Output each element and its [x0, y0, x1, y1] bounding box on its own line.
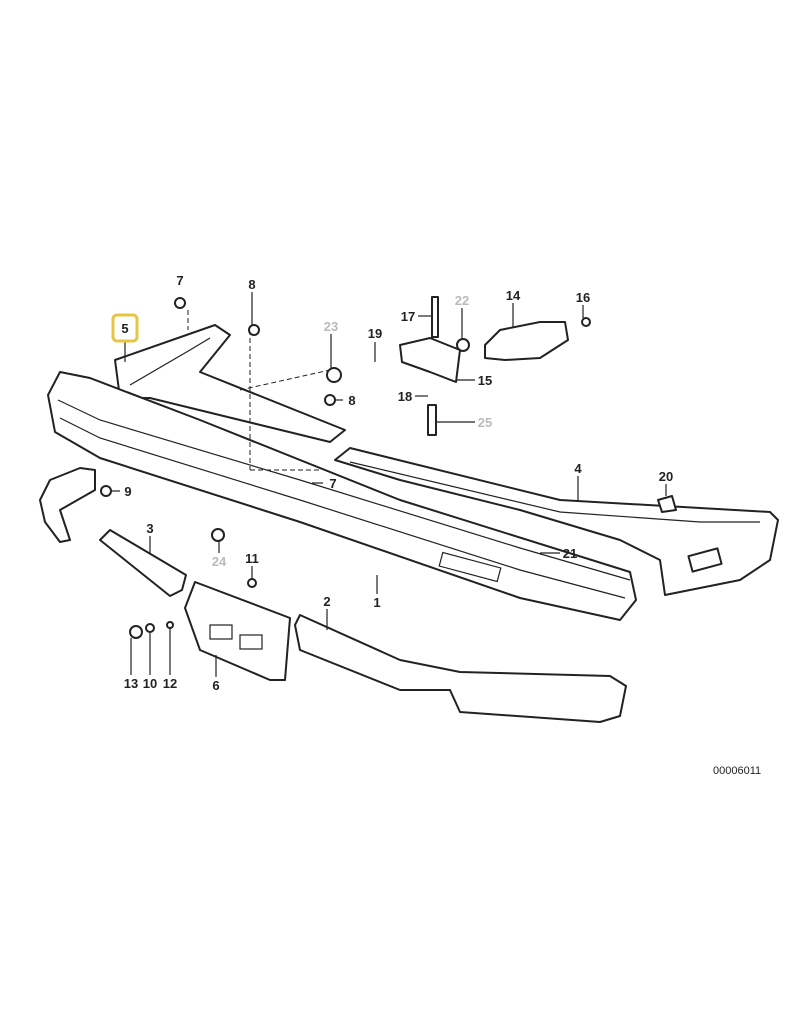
highlight-box-part-5 — [111, 313, 139, 343]
callout-17[interactable]: 17 — [401, 309, 415, 324]
callout-7-lower[interactable]: 7 — [329, 476, 336, 491]
part-6-license-plate-holder[interactable] — [184, 581, 291, 681]
callout-15[interactable]: 15 — [478, 373, 492, 388]
callout-13[interactable]: 13 — [124, 676, 138, 691]
diagram-id: 00006011 — [713, 765, 761, 777]
part-3-strip[interactable] — [99, 529, 187, 597]
callout-2[interactable]: 2 — [323, 594, 330, 609]
callout-19[interactable]: 19 — [368, 326, 382, 341]
callout-9[interactable]: 9 — [124, 484, 131, 499]
callout-11[interactable]: 11 — [245, 551, 259, 566]
callout-1[interactable]: 1 — [373, 595, 380, 610]
part-1-bumper[interactable] — [47, 371, 637, 621]
callout-8-lower[interactable]: 8 — [348, 393, 355, 408]
callout-25[interactable]: 25 — [478, 415, 492, 430]
callout-4[interactable]: 4 — [574, 461, 582, 476]
callout-10[interactable]: 10 — [143, 676, 157, 691]
part-15-bracket[interactable] — [399, 337, 461, 383]
callout-7[interactable]: 7 — [176, 273, 183, 288]
part-corner-left[interactable] — [39, 467, 96, 543]
callout-16[interactable]: 16 — [576, 290, 590, 305]
callout-23[interactable]: 23 — [324, 319, 338, 334]
callout-22[interactable]: 22 — [455, 293, 469, 308]
callout-21[interactable]: 21 — [563, 546, 577, 561]
callout-14[interactable]: 14 — [506, 288, 521, 303]
part-14-shock-absorber[interactable] — [484, 321, 569, 361]
callout-6[interactable]: 6 — [212, 678, 219, 693]
callout-12[interactable]: 12 — [163, 676, 177, 691]
callout-5[interactable]: 5 — [121, 321, 128, 336]
callout-24[interactable]: 24 — [212, 554, 227, 569]
part-2-lower-strip[interactable] — [294, 614, 627, 723]
callout-3[interactable]: 3 — [146, 521, 153, 536]
callout-18[interactable]: 18 — [398, 389, 412, 404]
callout-20[interactable]: 20 — [659, 469, 673, 484]
callout-8[interactable]: 8 — [248, 277, 255, 292]
